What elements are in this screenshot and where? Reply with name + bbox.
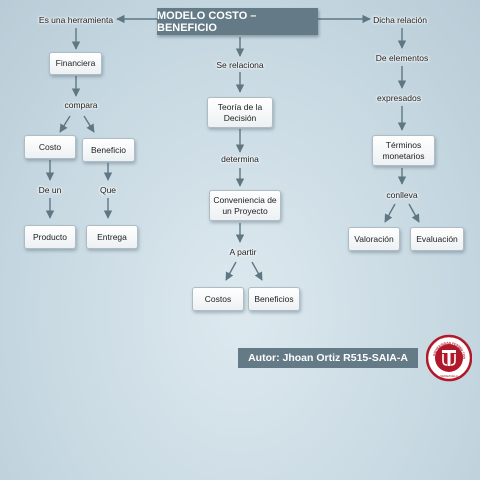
node-terminos-monetarios: Términos monetarios <box>372 135 435 166</box>
node-conveniencia-proyecto: Conveniencia de un Proyecto <box>209 190 281 221</box>
node-valoracion: Valoración <box>348 227 400 251</box>
link-label-expresados: expresados <box>377 93 421 103</box>
node-teoria-decision: Teoría de la Decisión <box>207 97 273 128</box>
link-label-que: Que <box>99 185 117 195</box>
link-label-a-partir: A partir <box>229 247 257 257</box>
link-label-es-una-herramienta: Es una herramienta <box>38 15 114 25</box>
link-label-dicha-relacion: Dicha relación <box>373 15 427 25</box>
link-label-determina: determina <box>221 154 259 164</box>
node-costo: Costo <box>24 135 76 159</box>
svg-text:VENEZUELA: VENEZUELA <box>440 374 458 378</box>
diagram-title: MODELO COSTO – BENEFICIO <box>157 8 318 35</box>
author-label: Autor: Jhoan Ortiz R515-SAIA-A <box>238 348 418 368</box>
node-entrega: Entrega <box>86 225 138 249</box>
node-evaluacion: Evaluación <box>410 227 464 251</box>
node-producto: Producto <box>24 225 76 249</box>
link-label-de-elementos: De elementos <box>375 53 429 63</box>
university-logo: UNIVERSIDAD FERMÍN TORO VENEZUELA <box>426 328 472 382</box>
link-label-de-un: De un <box>38 185 62 195</box>
node-costos: Costos <box>192 287 244 311</box>
link-label-conlleva: conlleva <box>386 190 418 200</box>
link-label-se-relaciona: Se relaciona <box>216 60 264 70</box>
link-label-compara: compara <box>64 100 98 110</box>
node-beneficios: Beneficios <box>248 287 300 311</box>
node-financiera: Financiera <box>49 52 102 75</box>
node-beneficio: Beneficio <box>82 138 135 162</box>
